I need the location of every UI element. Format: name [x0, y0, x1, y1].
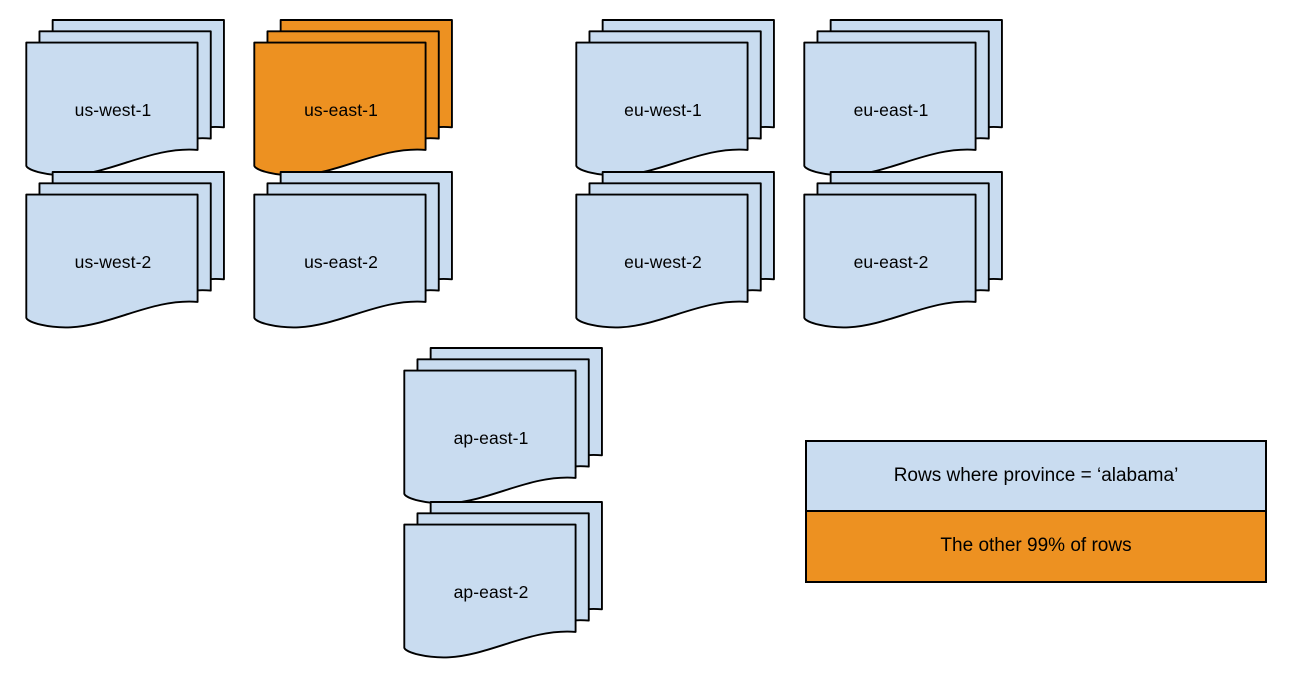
- legend: Rows where province = ‘alabama’ The othe…: [805, 440, 1267, 583]
- document-stack-icon: [253, 19, 453, 177]
- document-sheet: [253, 193, 427, 329]
- region-stack-eu-west-2[interactable]: eu-west-2: [572, 171, 782, 332]
- region-stack-us-east-2[interactable]: us-east-2: [250, 171, 460, 332]
- document-stack-icon: [25, 19, 225, 177]
- region-stack-us-west-2[interactable]: us-west-2: [22, 171, 232, 332]
- document-sheet: [403, 523, 577, 659]
- region-stack-ap-east-2[interactable]: ap-east-2: [400, 501, 610, 662]
- document-sheet: [25, 193, 199, 329]
- document-sheet: [803, 41, 977, 177]
- legend-row-orange: The other 99% of rows: [807, 511, 1265, 581]
- document-sheet: [575, 41, 749, 177]
- region-stack-eu-east-1[interactable]: eu-east-1: [800, 19, 1010, 180]
- document-stack-icon: [803, 171, 1003, 329]
- document-stack-icon: [253, 171, 453, 329]
- document-sheet: [253, 41, 427, 177]
- document-sheet: [25, 41, 199, 177]
- legend-label-blue: Rows where province = ‘alabama’: [893, 464, 1179, 486]
- document-stack-icon: [25, 171, 225, 329]
- region-stack-us-east-1[interactable]: us-east-1: [250, 19, 460, 180]
- region-stack-ap-east-1[interactable]: ap-east-1: [400, 347, 610, 508]
- legend-row-blue: Rows where province = ‘alabama’: [807, 442, 1265, 512]
- document-stack-icon: [403, 501, 603, 659]
- region-stack-eu-west-1[interactable]: eu-west-1: [572, 19, 782, 180]
- region-stack-eu-east-2[interactable]: eu-east-2: [800, 171, 1010, 332]
- document-sheet: [803, 193, 977, 329]
- document-sheet: [403, 369, 577, 505]
- document-stack-icon: [575, 19, 775, 177]
- document-sheet: [575, 193, 749, 329]
- region-stack-us-west-1[interactable]: us-west-1: [22, 19, 232, 180]
- document-stack-icon: [575, 171, 775, 329]
- document-stack-icon: [803, 19, 1003, 177]
- legend-label-orange: The other 99% of rows: [940, 535, 1132, 557]
- document-stack-icon: [403, 347, 603, 505]
